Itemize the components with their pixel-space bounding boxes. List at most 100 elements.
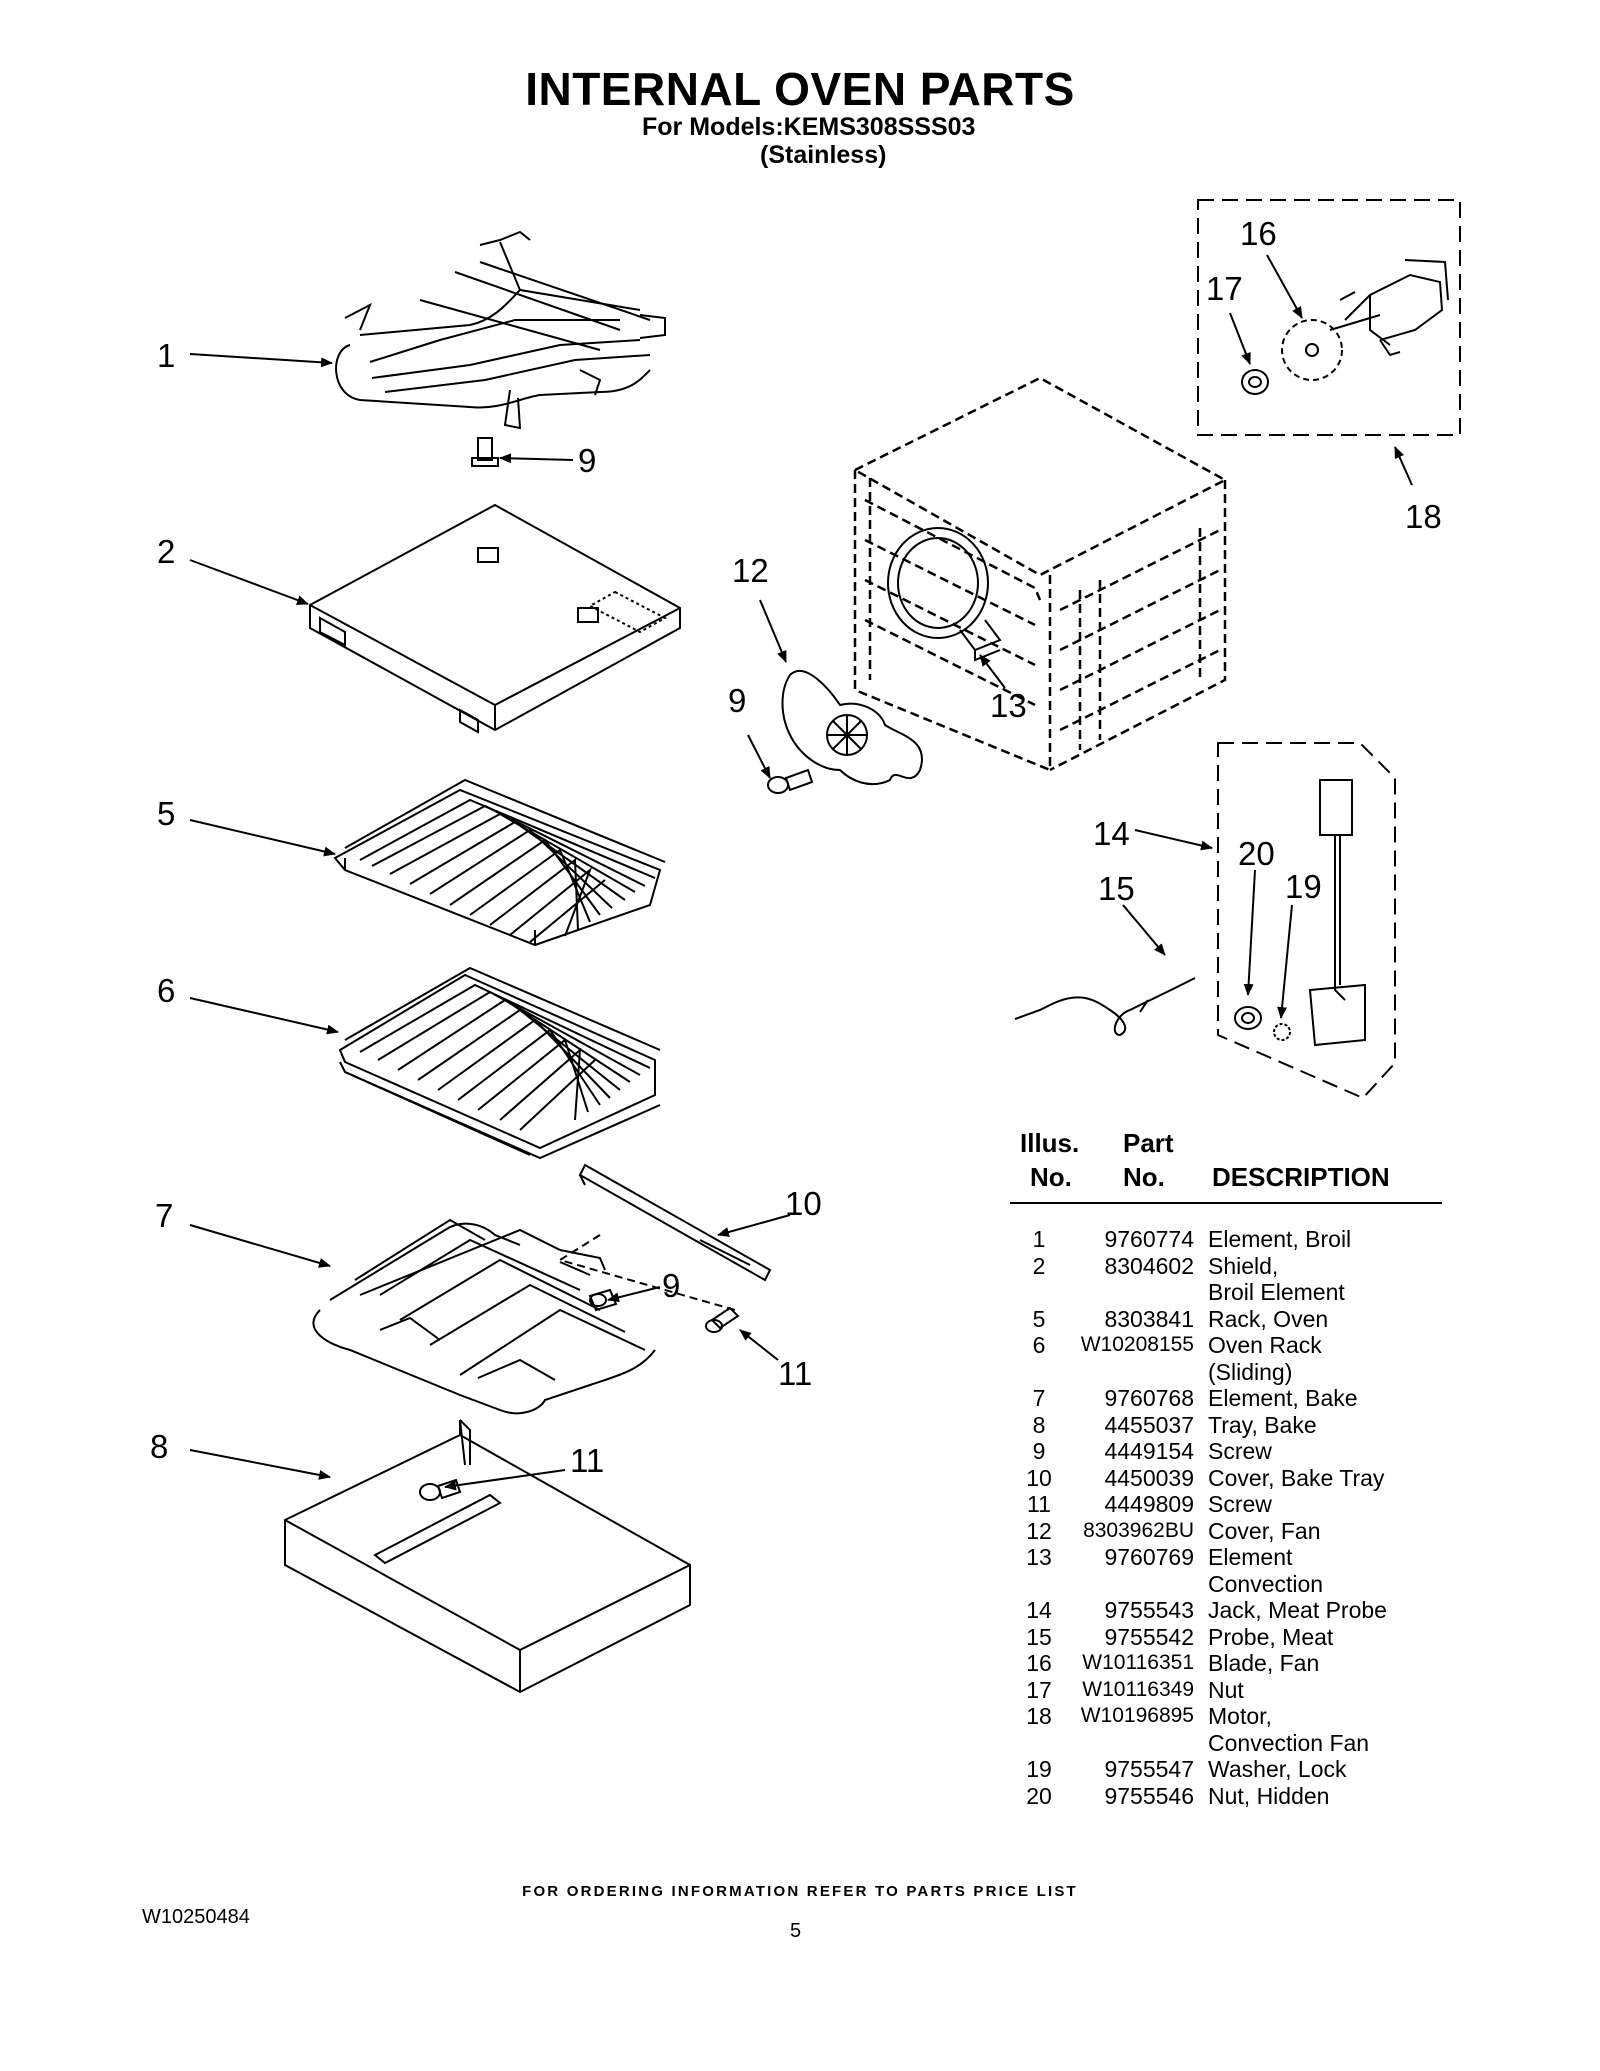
callout-5: 5 [157, 795, 175, 832]
part-description: Screw [1208, 1491, 1272, 1517]
callout-2: 2 [157, 533, 175, 570]
parts-row: 6 W10208155 Oven Rack (Sliding) [1010, 1332, 1450, 1385]
illus-number: 15 [1026, 1623, 1052, 1650]
callout-11-lower: 11 [570, 1442, 604, 1479]
illus-number: 20 [1026, 1782, 1052, 1809]
part-description: Screw [1208, 1438, 1272, 1464]
part-description: Oven Rack (Sliding) [1208, 1332, 1322, 1385]
parts-row: 2 8304602 Shield, Broil Element [1010, 1253, 1450, 1306]
finish-line: (Stainless) [760, 141, 887, 169]
page-title: INTERNAL OVEN PARTS [525, 63, 1075, 115]
bake-tray-cover-drawing [557, 1163, 772, 1311]
part-description: Cover, Fan [1208, 1517, 1321, 1544]
illus-number: 14 [1026, 1597, 1052, 1623]
bake-element-drawing [312, 1218, 656, 1415]
header-description: DESCRIPTION [1212, 1162, 1390, 1192]
illus-number: 12 [1026, 1517, 1052, 1544]
screw-11-middle-drawing [705, 1306, 740, 1333]
part-description: Tray, Bake [1208, 1411, 1317, 1438]
callout-8: 8 [150, 1428, 168, 1465]
screw-9-fan-drawing [767, 768, 814, 794]
part-description: Washer, Lock [1208, 1756, 1347, 1782]
callout-17: 17 [1206, 270, 1243, 307]
illus-number: 19 [1026, 1756, 1052, 1782]
leader-arrows [189, 254, 1413, 1491]
parts-row: 5 8303841 Rack, Oven [1010, 1306, 1450, 1333]
part-number: W10116349 [1082, 1677, 1194, 1701]
header-illus-no: No. [1030, 1162, 1072, 1192]
fan-cover-drawing [781, 670, 923, 786]
jack-assembly-box [1217, 742, 1396, 1100]
illus-number: 8 [1032, 1411, 1046, 1438]
illus-number: 2 [1032, 1252, 1046, 1279]
parts-row: 10 4450039 Cover, Bake Tray [1010, 1465, 1450, 1492]
part-number: 9760768 [1104, 1385, 1194, 1411]
part-number: 9755546 [1104, 1782, 1194, 1809]
callout-9-middle: 9 [662, 1267, 680, 1304]
fan-assembly-box [1197, 199, 1461, 436]
callout-14: 14 [1093, 815, 1130, 852]
header-illus: Illus. [1020, 1128, 1080, 1158]
oven-rack-drawing [333, 778, 666, 947]
part-number: 8303841 [1104, 1305, 1194, 1332]
callout-7: 7 [155, 1197, 173, 1234]
callout-1: 1 [157, 337, 175, 374]
part-description: Rack, Oven [1208, 1305, 1329, 1332]
callout-9-fan: 9 [728, 682, 746, 719]
part-number: 8304602 [1104, 1252, 1194, 1279]
part-number: 4449809 [1104, 1491, 1194, 1517]
callout-16: 16 [1240, 215, 1277, 252]
oven-cavity-drawing [852, 376, 1228, 772]
callout-15: 15 [1098, 870, 1135, 907]
part-description: Nut [1208, 1676, 1244, 1703]
part-description: Probe, Meat [1208, 1623, 1334, 1650]
parts-row: 19 9755547 Washer, Lock [1010, 1756, 1450, 1783]
part-number: W10208155 [1080, 1333, 1194, 1356]
illus-number: 5 [1032, 1305, 1046, 1332]
illus-number: 11 [1027, 1491, 1051, 1517]
callout-13: 13 [990, 687, 1027, 724]
illus-number: 17 [1026, 1676, 1052, 1703]
convection-element-drawing [887, 527, 1002, 662]
illus-number: 10 [1026, 1464, 1052, 1491]
parts-list-header: Illus. No. Part No. DESCRIPTION [1010, 1128, 1450, 1200]
callout-19: 19 [1285, 868, 1322, 905]
parts-row: 9 4449154 Screw [1010, 1438, 1450, 1465]
header-part-no: No. [1123, 1162, 1165, 1192]
document-number: W10250484 [142, 1906, 250, 1928]
broil-element-drawing [335, 230, 666, 430]
callout-18: 18 [1405, 498, 1442, 535]
illus-number: 6 [1032, 1332, 1046, 1358]
part-number: 9755547 [1104, 1756, 1194, 1782]
part-number: W10116351 [1082, 1651, 1194, 1674]
part-number: 9760774 [1104, 1226, 1194, 1252]
callout-12: 12 [732, 552, 769, 589]
screw-9-top-drawing [471, 437, 499, 467]
part-description: Motor, Convection Fan [1208, 1703, 1370, 1756]
illus-number: 13 [1026, 1544, 1052, 1570]
part-description: Cover, Bake Tray [1208, 1464, 1385, 1491]
part-description: Shield, Broil Element [1208, 1252, 1345, 1306]
part-number: 9755543 [1104, 1597, 1194, 1623]
screw-9-middle-drawing [588, 1288, 618, 1312]
part-number: 4450039 [1104, 1464, 1194, 1491]
parts-row: 11 4449809 Screw [1010, 1491, 1450, 1518]
callout-10: 10 [785, 1185, 822, 1222]
part-number: 4449154 [1104, 1438, 1194, 1464]
part-description: Element, Broil [1208, 1226, 1352, 1252]
part-number: 9760769 [1104, 1544, 1194, 1570]
callout-6: 6 [157, 972, 175, 1009]
illus-number: 9 [1032, 1438, 1046, 1464]
bake-tray-drawing [284, 1419, 691, 1694]
